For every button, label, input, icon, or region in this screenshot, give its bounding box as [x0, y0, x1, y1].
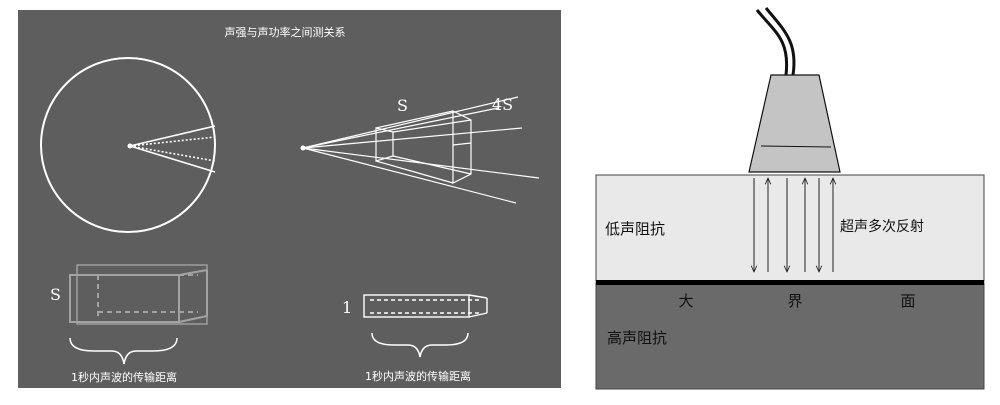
frustum-edge-1 [375, 110, 454, 129]
frustum-edge-2 [392, 119, 472, 133]
intensity-power-panel: 声强与声功率之间测关系 S 4S [18, 10, 561, 388]
reflection-arrows [754, 178, 833, 272]
label-s-prism: S [50, 285, 61, 304]
label-4s-far: 4S [492, 95, 513, 114]
cone-ray-top [302, 96, 519, 149]
label-s-near: S [397, 96, 408, 115]
probe-cable-1 [755, 9, 789, 76]
sound-sphere [40, 57, 216, 233]
cone-ray-lower [302, 147, 517, 204]
brace-large [69, 337, 178, 365]
multi-reflection-label: 超声多次反射 [840, 218, 924, 235]
probe-cable-2 [764, 7, 796, 76]
frustum-edge-3 [392, 155, 472, 175]
frustum-edge-4 [375, 160, 454, 184]
ultrasound-probe [748, 74, 841, 173]
cone-ray-mid [302, 127, 523, 149]
small-prism-edge-bottom [468, 312, 488, 318]
high-impedance-layer [595, 282, 985, 390]
brace-small [371, 332, 469, 358]
interface-char-2: 界 [787, 292, 802, 310]
far-section-divider [452, 142, 472, 146]
small-prism-front [363, 294, 470, 318]
label-1-prism: 1 [342, 298, 352, 317]
panel-title: 声强与声功率之间测关系 [225, 25, 346, 39]
interface-line [596, 280, 984, 285]
low-impedance-label: 低声阻抗 [605, 220, 665, 238]
multiple-reflection-panel: 低声阻抗 超声多次反射 大 界 面 高声阻抗 [595, 7, 985, 390]
small-prism-figure [363, 294, 488, 318]
panel-background [18, 10, 561, 388]
small-prism-edge-top [468, 294, 488, 299]
cone-source-point [300, 145, 306, 151]
sphere-sector-figure [40, 57, 216, 233]
interface-char-3: 面 [900, 292, 915, 310]
sector-edge-lower [129, 145, 216, 173]
interface-char-1: 大 [678, 292, 693, 310]
cone-frustum-figure [300, 96, 540, 204]
large-prism-front [69, 274, 180, 323]
cone-ray-top-inner [302, 107, 499, 149]
large-prism-edge-bottom [178, 315, 208, 323]
probe-divider [760, 145, 832, 148]
large-prism-figure [69, 264, 208, 325]
sound-source-point [127, 143, 133, 149]
sector-edge-upper [129, 125, 216, 147]
caption-large: 1秒内声波的传输距离 [71, 370, 177, 384]
caption-small: 1秒内声波的传输距离 [365, 369, 471, 383]
high-impedance-label: 高声阻抗 [607, 329, 667, 347]
